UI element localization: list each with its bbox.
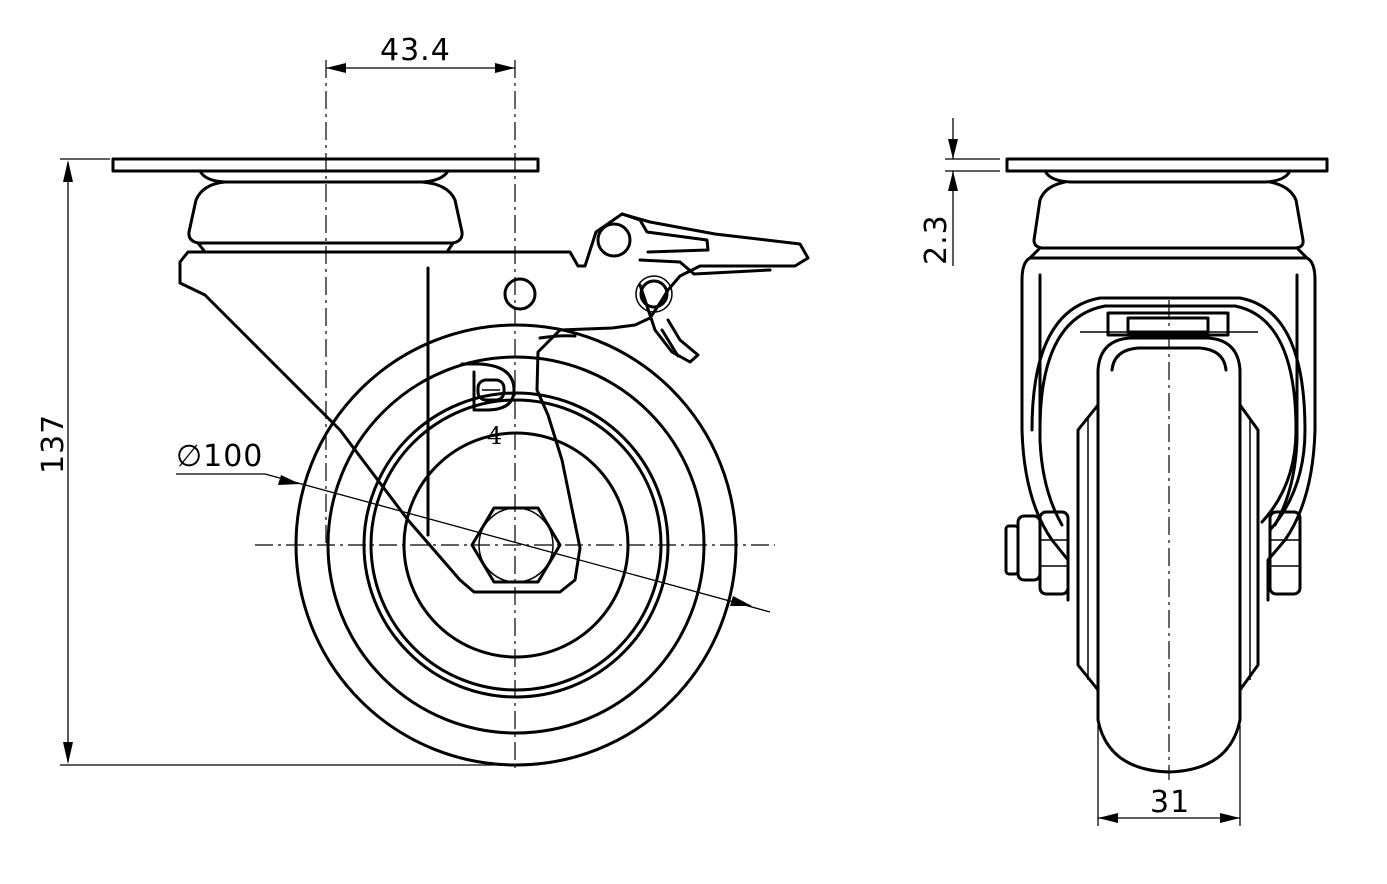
front-swivel-head	[1028, 169, 1309, 260]
lever-pivot	[596, 222, 632, 258]
dimension-width: 31	[1097, 725, 1241, 826]
dimension-diameter-label: ∅100	[176, 439, 263, 474]
front-top-plate	[1005, 157, 1329, 173]
dimension-plate-thickness-label: 2.3	[919, 214, 954, 265]
front-axle-nut-left	[1004, 510, 1070, 596]
dimension-height-label: 137	[36, 414, 71, 474]
dimension-height: 137	[36, 158, 500, 766]
side-view: 4 43.4 137 ∅100	[36, 33, 810, 770]
front-fork	[1020, 256, 1317, 602]
front-axle-nut-right	[1268, 510, 1302, 596]
front-wheel	[1076, 336, 1260, 774]
dimension-offset: 43.4	[326, 33, 515, 73]
rivet-hole	[503, 277, 537, 311]
dimension-offset-label: 43.4	[380, 33, 451, 68]
brand-logo	[460, 362, 516, 412]
front-view: 2.3 31	[919, 118, 1329, 826]
fork-body	[178, 212, 810, 594]
logo-number: 4	[487, 422, 502, 450]
dimension-width-label: 31	[1150, 785, 1190, 820]
dimension-diameter: ∅100	[176, 439, 771, 613]
dimension-plate-thickness: 2.3	[919, 118, 1000, 266]
brake-pin	[639, 279, 669, 309]
